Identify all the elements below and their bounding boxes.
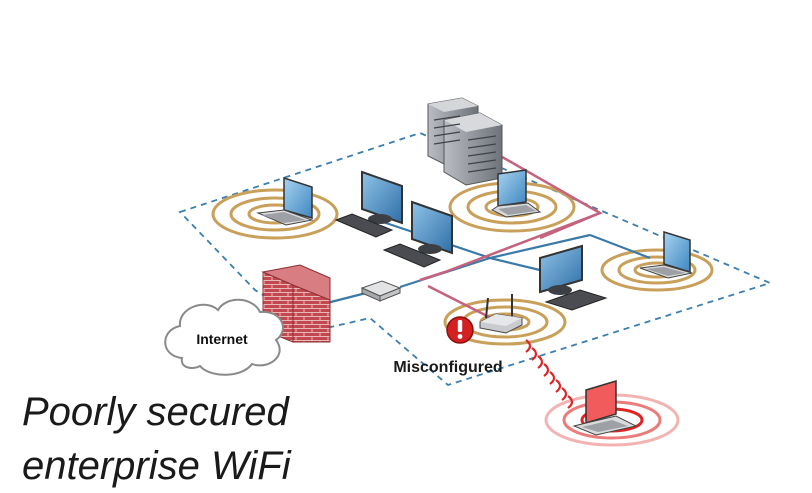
laptop-icon [639,230,693,279]
laptop-icon [256,176,314,226]
access-point-icon [479,294,523,334]
cloud-label: Internet [196,331,248,347]
rogue-signal-stream [525,339,574,409]
misconfigured-label: Misconfigured [393,359,502,376]
firewall-icon [261,264,331,343]
laptop-icon [491,169,542,218]
caption-line-2: enterprise WiFi [22,444,291,488]
caption-line-1: Poorly secured [22,390,289,434]
server-icon [427,97,503,186]
switch-icon [360,280,402,302]
warning-icon [446,316,474,344]
desktop-icon [382,200,453,268]
desktop-icon [334,170,403,238]
rogue-laptop-icon [572,379,638,436]
desktop-icon [539,244,608,311]
cloud-icon: Internet [164,298,284,376]
